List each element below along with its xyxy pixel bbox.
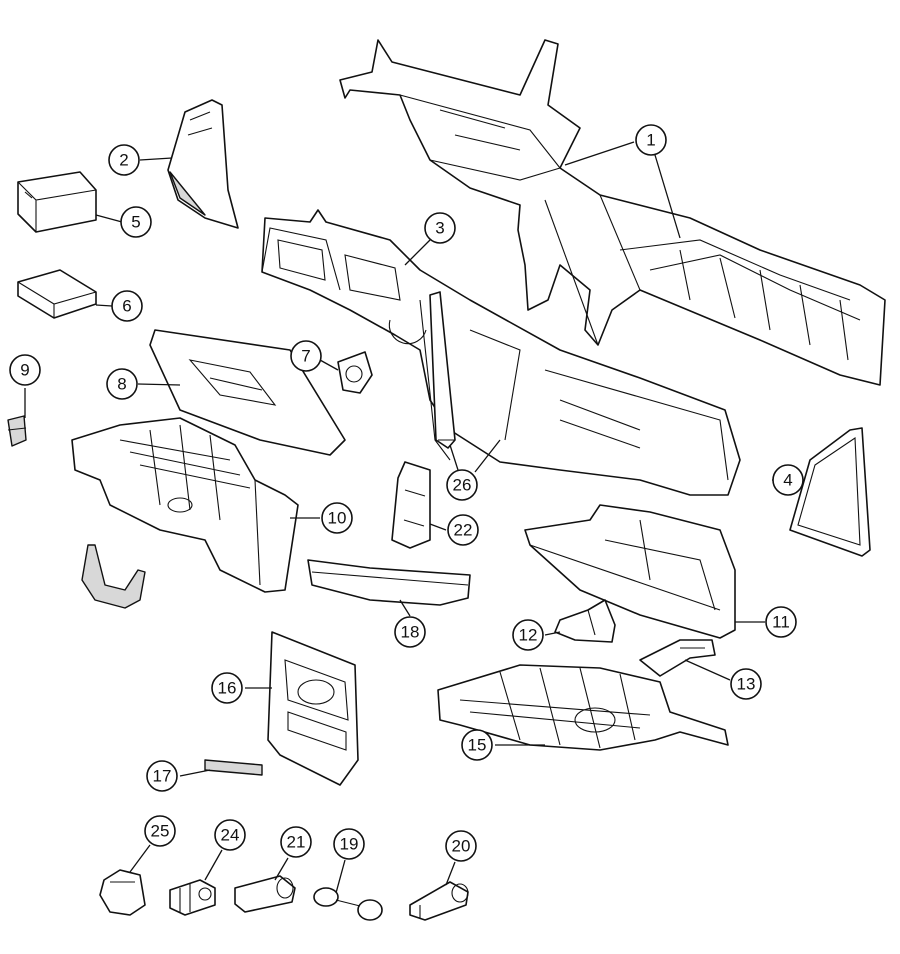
svg-text:16: 16 bbox=[218, 679, 237, 698]
callout-17: 17 bbox=[146, 760, 178, 792]
callout-22: 22 bbox=[447, 514, 479, 546]
leader-8 bbox=[137, 383, 181, 386]
callout-19: 19 bbox=[333, 828, 365, 860]
svg-text:6: 6 bbox=[122, 297, 131, 316]
svg-text:21: 21 bbox=[287, 833, 306, 852]
leader-1a bbox=[564, 141, 635, 166]
callout-3: 3 bbox=[424, 212, 456, 244]
part-12-latch bbox=[554, 599, 616, 643]
svg-text:17: 17 bbox=[153, 767, 172, 786]
part-7-bezel bbox=[337, 351, 373, 394]
part-26-brace bbox=[429, 291, 456, 449]
callout-26: 26 bbox=[446, 469, 478, 501]
callout-7: 7 bbox=[290, 340, 322, 372]
svg-text:18: 18 bbox=[401, 623, 420, 642]
callout-10: 10 bbox=[321, 502, 353, 534]
svg-text:13: 13 bbox=[737, 675, 756, 694]
part-18-support-bar bbox=[307, 559, 471, 606]
part-15-floor-panel bbox=[437, 664, 729, 751]
svg-text:3: 3 bbox=[435, 219, 444, 238]
svg-text:19: 19 bbox=[340, 835, 359, 854]
part-19-cap bbox=[313, 887, 383, 921]
callout-2: 2 bbox=[108, 144, 140, 176]
svg-text:4: 4 bbox=[783, 471, 792, 490]
svg-text:5: 5 bbox=[131, 213, 140, 232]
part-22-bracket bbox=[391, 461, 431, 549]
callout-24: 24 bbox=[214, 819, 246, 851]
part-6-pad bbox=[17, 269, 97, 319]
svg-text:1: 1 bbox=[646, 131, 655, 150]
leader-7 bbox=[319, 359, 339, 371]
callout-11: 11 bbox=[765, 606, 797, 638]
svg-text:24: 24 bbox=[221, 826, 240, 845]
leader-26b bbox=[474, 439, 501, 473]
part-16-center-bezel bbox=[267, 631, 359, 786]
callout-4: 4 bbox=[772, 464, 804, 496]
part-3-instrument-panel bbox=[261, 209, 741, 496]
svg-text:25: 25 bbox=[151, 822, 170, 841]
leader-22 bbox=[429, 523, 447, 531]
leader-17 bbox=[179, 769, 211, 777]
callout-15: 15 bbox=[461, 729, 493, 761]
svg-text:2: 2 bbox=[119, 151, 128, 170]
part-11-glove-box bbox=[524, 504, 736, 639]
callout-9: 9 bbox=[9, 354, 41, 386]
callout-6: 6 bbox=[111, 290, 143, 322]
leader-25 bbox=[129, 844, 151, 873]
callout-25: 25 bbox=[144, 815, 176, 847]
svg-text:11: 11 bbox=[772, 613, 790, 632]
callout-8: 8 bbox=[106, 368, 138, 400]
part-25-cover bbox=[99, 869, 146, 916]
callout-20: 20 bbox=[445, 830, 477, 862]
part-24-outlet bbox=[169, 879, 216, 916]
part-17-label bbox=[204, 759, 263, 776]
part-1-cross-car-beam bbox=[339, 39, 886, 386]
part-5-storage-bin bbox=[17, 171, 97, 233]
leader-13 bbox=[684, 659, 731, 681]
leader-18 bbox=[399, 599, 411, 617]
part-21-lighter bbox=[234, 875, 296, 913]
svg-text:12: 12 bbox=[519, 626, 538, 645]
svg-text:7: 7 bbox=[301, 347, 310, 366]
svg-text:10: 10 bbox=[328, 509, 347, 528]
part-9-clip bbox=[7, 415, 27, 447]
callout-16: 16 bbox=[211, 672, 243, 704]
callout-12: 12 bbox=[512, 619, 544, 651]
callout-5: 5 bbox=[120, 206, 152, 238]
leader-2 bbox=[139, 157, 173, 161]
svg-text:20: 20 bbox=[452, 837, 471, 856]
leader-20 bbox=[445, 861, 456, 886]
part-2-side-trim bbox=[167, 99, 239, 229]
leader-26a bbox=[449, 444, 459, 471]
callout-13: 13 bbox=[730, 668, 762, 700]
callout-21: 21 bbox=[280, 826, 312, 858]
leader-24 bbox=[204, 849, 223, 881]
leader-6 bbox=[95, 304, 113, 307]
svg-text:9: 9 bbox=[20, 361, 29, 380]
part-10-lower-trim bbox=[71, 417, 299, 593]
svg-text:26: 26 bbox=[453, 476, 472, 495]
leader-3 bbox=[404, 239, 431, 266]
part-4-end-cover bbox=[789, 427, 871, 557]
svg-text:15: 15 bbox=[468, 736, 487, 755]
part-13-handle bbox=[639, 639, 716, 677]
leader-12 bbox=[544, 631, 561, 636]
part-bracket-unlabeled bbox=[81, 544, 146, 609]
callout-1: 1 bbox=[635, 124, 667, 156]
svg-text:22: 22 bbox=[454, 521, 473, 540]
part-20-socket bbox=[409, 881, 469, 921]
callout-18: 18 bbox=[394, 616, 426, 648]
svg-text:8: 8 bbox=[117, 375, 126, 394]
leader-1b bbox=[654, 154, 681, 239]
leader-19 bbox=[335, 859, 346, 894]
leader-5 bbox=[95, 214, 123, 223]
leader-21 bbox=[274, 857, 289, 881]
